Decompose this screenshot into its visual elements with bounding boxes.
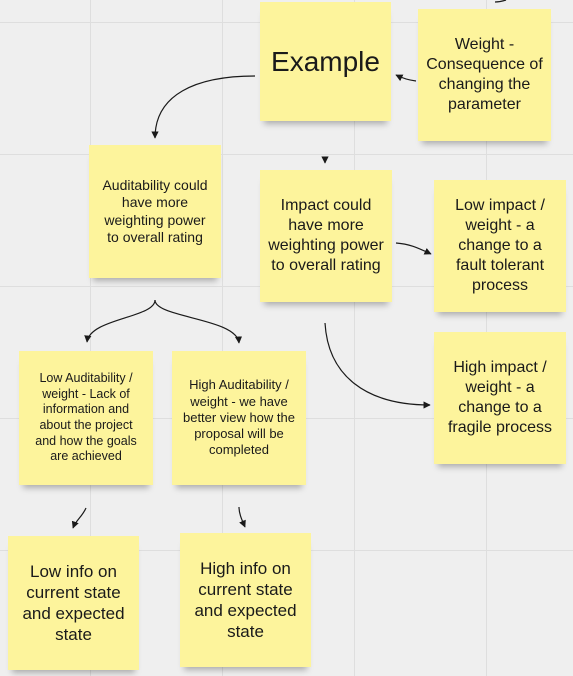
connector-example-to-auditability[interactable]	[151, 75, 256, 139]
connector-top-right-stub[interactable]	[494, 0, 507, 3]
sticky-note-low-impact[interactable]: Low impact / weight - a change to a faul…	[434, 180, 566, 312]
sticky-note-high-impact-text: High impact / weight - a change to a fra…	[447, 359, 553, 436]
connector-low-auditability-to-low-info[interactable]	[71, 507, 87, 529]
sticky-note-high-info-text: High info on current state and expected …	[194, 558, 297, 642]
sticky-note-high-auditability-text: High Auditability / weight - we have bet…	[182, 377, 295, 458]
sticky-note-high-info[interactable]: High info on current state and expected …	[180, 533, 311, 667]
connector-auditability-to-high[interactable]	[154, 299, 243, 344]
sticky-note-low-auditability[interactable]: Low Auditability / weight - Lack of info…	[19, 351, 153, 485]
sticky-note-low-info-text: Low info on current state and expected s…	[22, 561, 125, 645]
connector-impact-to-low-impact[interactable]	[395, 242, 432, 255]
connector-auditability-to-low[interactable]	[84, 299, 156, 343]
connector-weight-to-example[interactable]	[395, 74, 417, 82]
connector-impact-to-high-impact[interactable]	[324, 322, 431, 409]
sticky-note-auditability-text: Auditability could have more weighting p…	[102, 176, 208, 246]
sticky-note-auditability[interactable]: Auditability could have more weighting p…	[89, 145, 221, 278]
sticky-note-example[interactable]: Example	[260, 2, 391, 121]
connector-high-auditability-to-high-info[interactable]	[238, 506, 246, 528]
sticky-note-example-text: Example	[271, 46, 380, 77]
sticky-note-low-auditability-text: Low Auditability / weight - Lack of info…	[35, 371, 137, 464]
sticky-note-weight-text: Weight - Consequence of changing the par…	[426, 36, 543, 113]
sticky-note-low-impact-text: Low impact / weight - a change to a faul…	[455, 197, 545, 294]
sticky-note-high-auditability[interactable]: High Auditability / weight - we have bet…	[172, 351, 306, 485]
sticky-note-low-info[interactable]: Low info on current state and expected s…	[8, 536, 139, 670]
sticky-note-impact-text: Impact could have more weighting power t…	[268, 197, 384, 274]
sticky-note-weight[interactable]: Weight - Consequence of changing the par…	[418, 9, 551, 141]
sticky-note-impact[interactable]: Impact could have more weighting power t…	[260, 170, 392, 302]
sticky-note-high-impact[interactable]: High impact / weight - a change to a fra…	[434, 332, 566, 464]
